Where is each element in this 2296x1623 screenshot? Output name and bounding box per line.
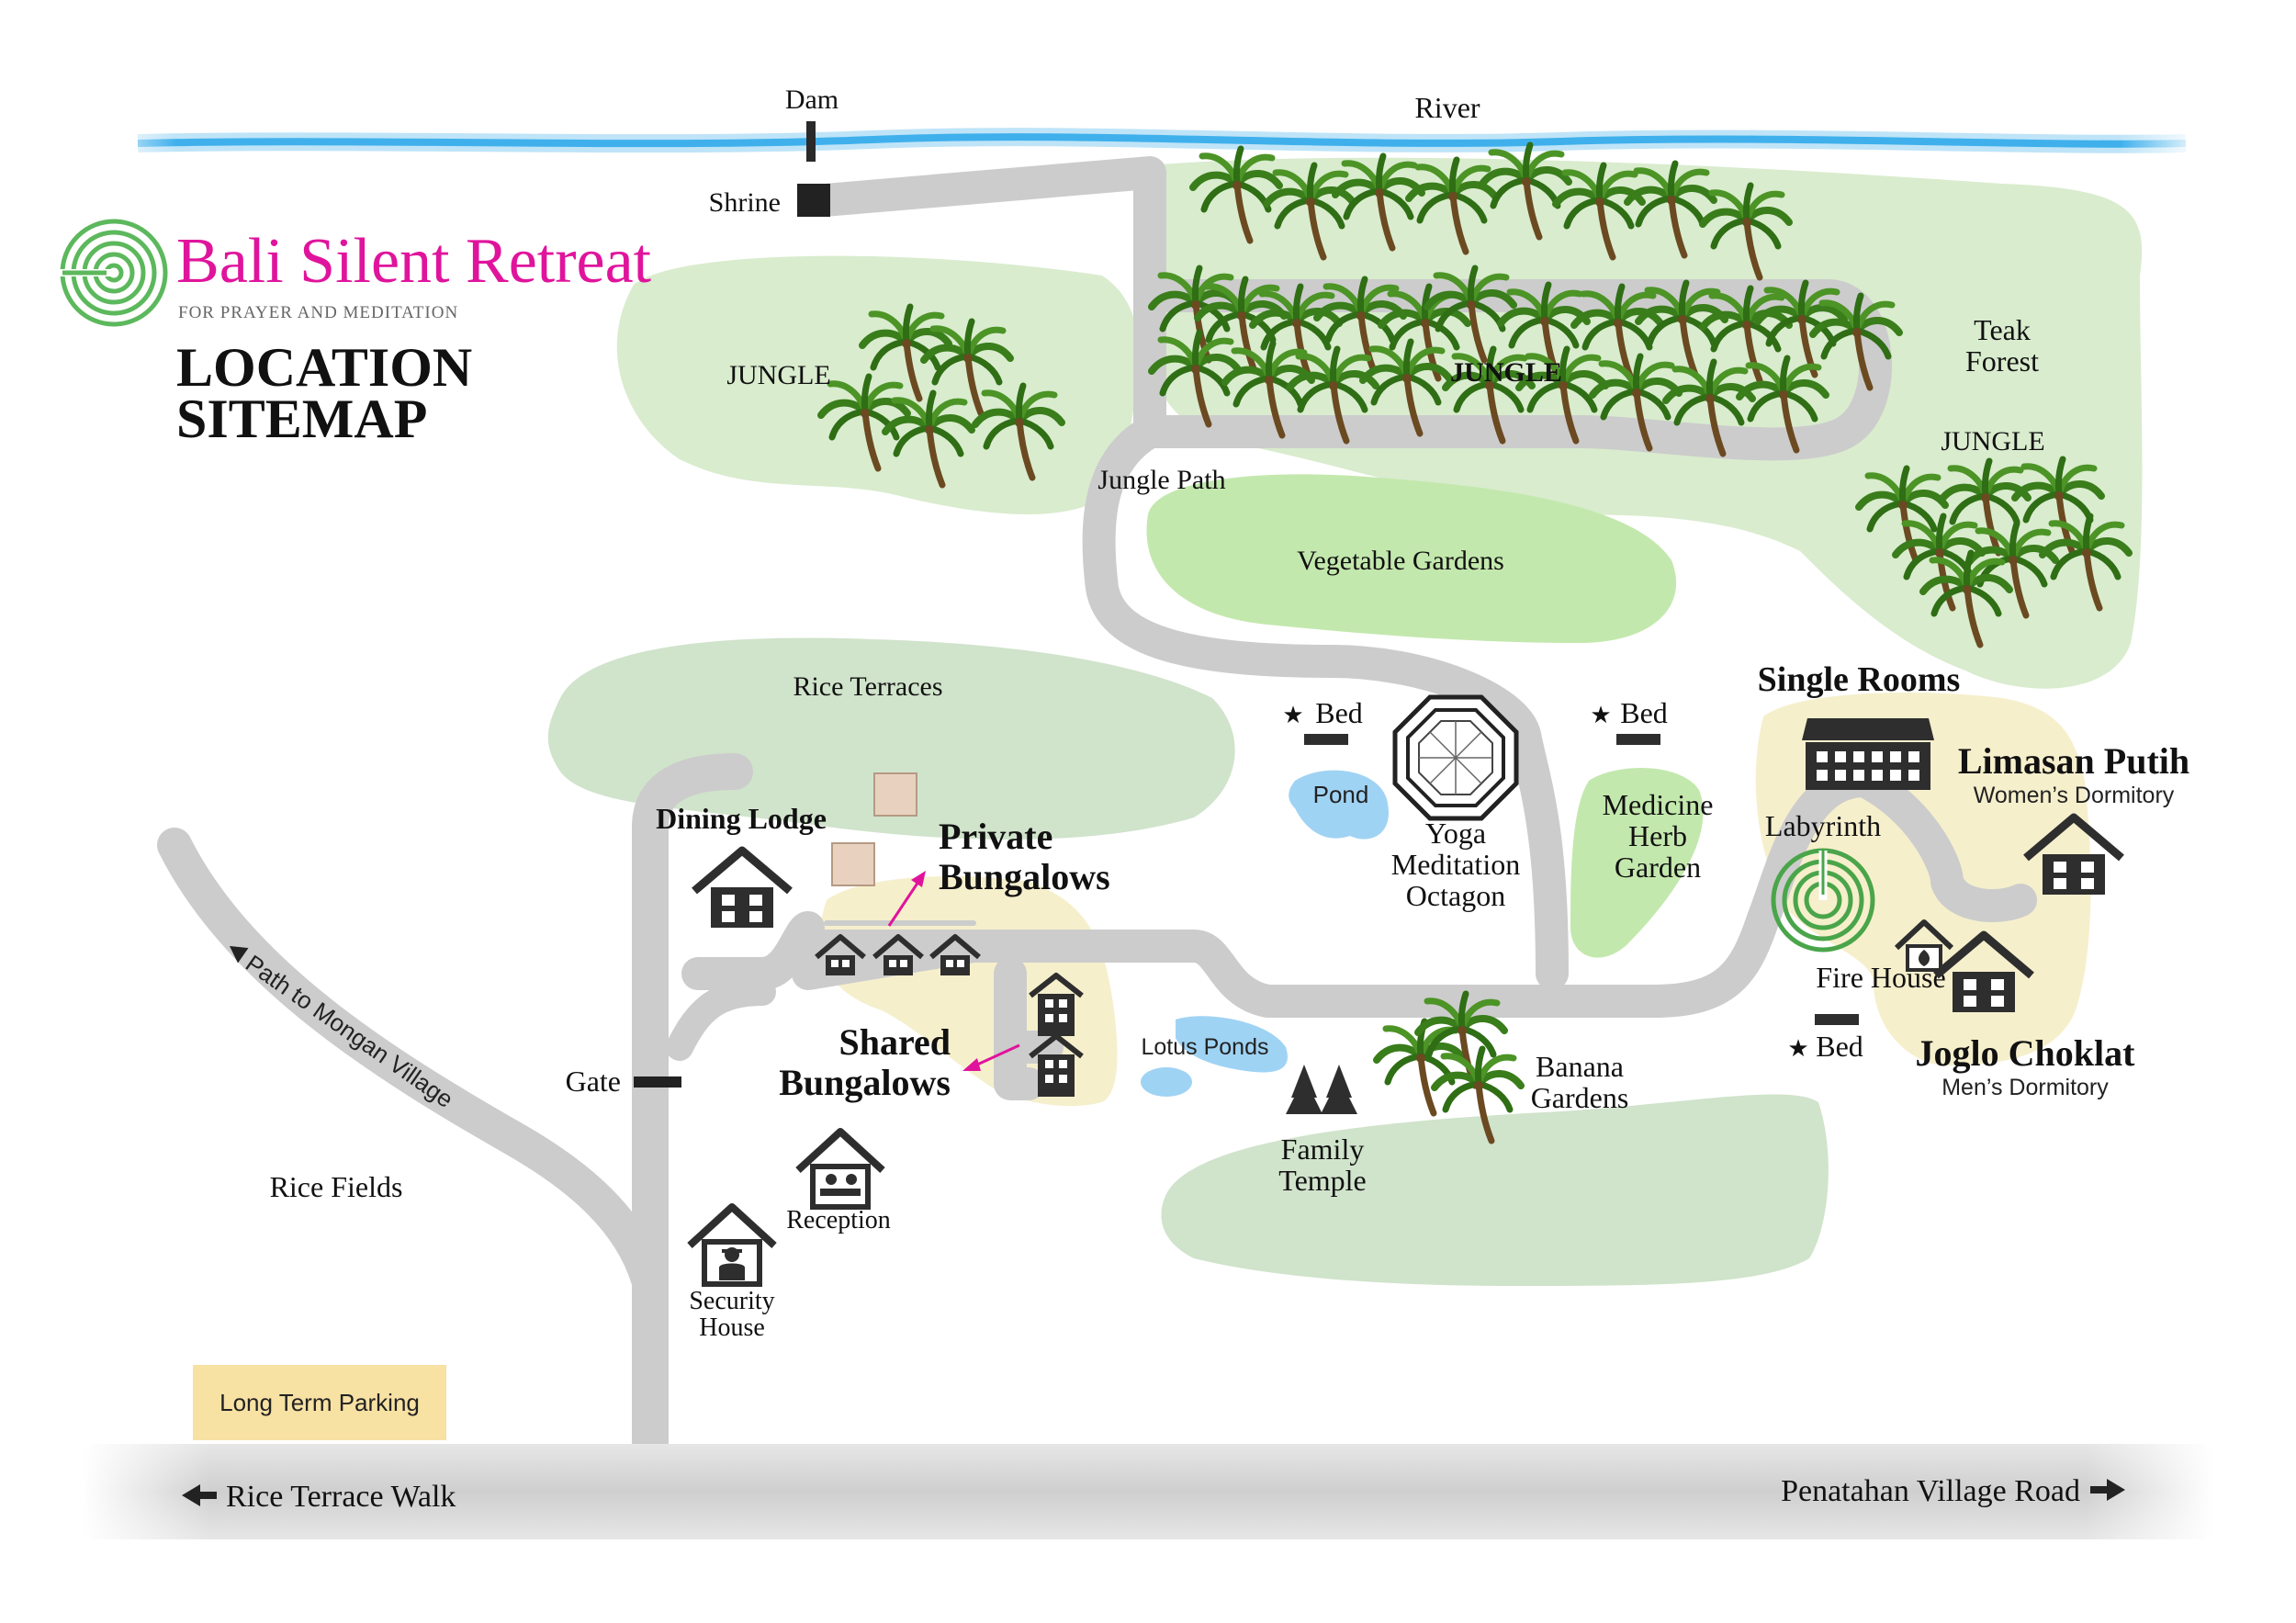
bed-marker-3: ★ Bed — [1787, 1014, 1863, 1063]
jungle-east-label: JUNGLE — [1941, 426, 2044, 456]
paths — [157, 156, 2037, 1462]
penatahan-road-label: Penatahan Village Road — [1781, 1474, 2080, 1508]
brand-name: Bali Silent Retreat — [176, 226, 652, 297]
banana-gardens-area — [1161, 1094, 1829, 1286]
page-title-line-2: SITEMAP — [176, 389, 428, 449]
dam-label: Dam — [785, 85, 838, 115]
security-house-label-1: Security — [689, 1287, 774, 1315]
womens-dormitory-label: Women’s Dormitory — [1974, 783, 2175, 808]
dining-lodge-icon — [694, 851, 790, 928]
bed-marker-2: ★ Bed — [1590, 696, 1668, 745]
svg-text:★: ★ — [1282, 702, 1303, 728]
private-bungalow-plot — [873, 772, 917, 817]
reception-label: Reception — [786, 1206, 891, 1234]
jungle-west-label: JUNGLE — [726, 360, 830, 390]
medicine-label-3: Garden — [1615, 851, 1701, 884]
bottom-road — [83, 1444, 2213, 1539]
family-temple-label-1: Family — [1281, 1133, 1365, 1166]
svg-text:Bed: Bed — [1620, 696, 1668, 729]
jungle-path-label: Jungle Path — [1097, 465, 1225, 495]
private-bungalow-plot — [831, 842, 875, 886]
yoga-label-2: Meditation — [1391, 848, 1520, 881]
lotus-pond-small — [1141, 1067, 1192, 1097]
gate-label: Gate — [566, 1065, 621, 1098]
long-term-parking: Long Term Parking — [193, 1365, 446, 1440]
jungle-west-area — [616, 255, 1139, 514]
medicine-label-1: Medicine — [1603, 788, 1714, 821]
labyrinth-label: Labyrinth — [1765, 809, 1881, 842]
reception-icon — [795, 1128, 885, 1210]
medicine-herb-garden-area — [1570, 768, 1704, 958]
single-rooms-label: Single Rooms — [1758, 660, 1961, 699]
vegetable-gardens-area — [1146, 474, 1677, 643]
svg-text:Bed: Bed — [1816, 1030, 1863, 1063]
family-temple-icon — [1286, 1065, 1357, 1114]
shared-bungalows-label-2: Bungalows — [779, 1062, 951, 1103]
lotus-ponds — [1176, 1016, 1288, 1073]
svg-text:★: ★ — [1590, 702, 1611, 728]
svg-text:Bed: Bed — [1315, 696, 1363, 729]
lotus-ponds-label: Lotus Ponds — [1142, 1034, 1269, 1060]
teak-forest-label-2: Forest — [1965, 344, 2039, 378]
rice-fields-label: Rice Fields — [270, 1170, 403, 1203]
fire-house-label: Fire House — [1816, 961, 1945, 994]
svg-text:★: ★ — [1787, 1035, 1808, 1062]
banana-gardens-label-1: Banana — [1536, 1050, 1624, 1083]
jungle-center-label: JUNGLE — [1450, 357, 1562, 388]
dining-lodge-label: Dining Lodge — [656, 802, 827, 835]
labyrinth-logo-icon — [59, 219, 168, 327]
limasan-putih-label: Limasan Putih — [1958, 740, 2189, 782]
teak-forest-label-1: Teak — [1974, 313, 2031, 346]
medicine-label-2: Herb — [1628, 819, 1687, 852]
joglo-choklat-label: Joglo Choklat — [1916, 1032, 2136, 1074]
rice-terrace-walk-label: Rice Terrace Walk — [226, 1480, 456, 1514]
shared-bungalows-label-1: Shared — [838, 1021, 951, 1063]
vegetable-gardens-label: Vegetable Gardens — [1297, 546, 1504, 576]
yoga-label-3: Octagon — [1406, 879, 1505, 912]
pond-label: Pond — [1313, 781, 1369, 808]
banana-gardens-label-2: Gardens — [1531, 1081, 1629, 1114]
private-bungalows-label-1: Private — [939, 816, 1052, 857]
brand-tagline: FOR PRAYER AND MEDITATION — [178, 303, 459, 322]
labyrinth-icon — [1771, 848, 1875, 952]
fire-house-icon — [1894, 919, 1954, 972]
page-title-line-1: LOCATION — [176, 337, 473, 398]
bed-marker-1: ★ Bed — [1282, 696, 1363, 745]
page-title: LOCATION SITEMAP — [176, 337, 473, 449]
security-house-icon — [687, 1203, 777, 1287]
penatahan-road-label-group: Penatahan Village Road — [1781, 1474, 2125, 1508]
pond — [1289, 770, 1389, 840]
path-to-mongan-label-group: Path to Mongan Village — [230, 946, 458, 1113]
river-label: River — [1414, 91, 1480, 124]
rice-terrace-walk-label-group: Rice Terrace Walk — [182, 1480, 456, 1514]
path-to-mongan-label: Path to Mongan Village — [241, 949, 458, 1113]
shrine-marker — [797, 184, 830, 217]
yoga-octagon-icon — [1392, 694, 1519, 821]
security-house-label-2: House — [699, 1313, 765, 1342]
gate-marker — [634, 1076, 681, 1088]
private-bungalows-label-2: Bungalows — [939, 856, 1110, 897]
mens-dormitory-label: Men’s Dormitory — [1941, 1075, 2109, 1100]
pointer-arrow — [887, 871, 926, 927]
pointer-arrow — [962, 1043, 1020, 1071]
family-temple-label-2: Temple — [1278, 1164, 1367, 1197]
yoga-label-1: Yoga — [1425, 817, 1486, 850]
long-term-parking-label: Long Term Parking — [219, 1388, 420, 1416]
dam-marker — [806, 121, 816, 162]
rice-terraces-label: Rice Terraces — [793, 671, 942, 702]
shrine-label: Shrine — [709, 187, 781, 218]
single-rooms-building-icon — [1802, 718, 1934, 790]
